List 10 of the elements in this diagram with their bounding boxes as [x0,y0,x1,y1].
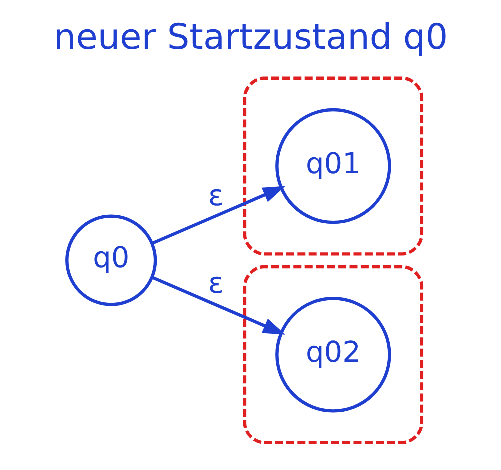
node-circle: q02 [275,297,391,413]
edge-label: ε [208,266,224,300]
arrow [150,276,286,335]
node-circle: q01 [275,108,391,224]
arrow [150,186,286,246]
cluster [242,76,424,256]
edge-label: ε [208,178,224,212]
node-circle: q0 [65,214,157,306]
cluster [242,265,424,444]
diagram-title: neuer Startzustand q0 [53,16,448,58]
